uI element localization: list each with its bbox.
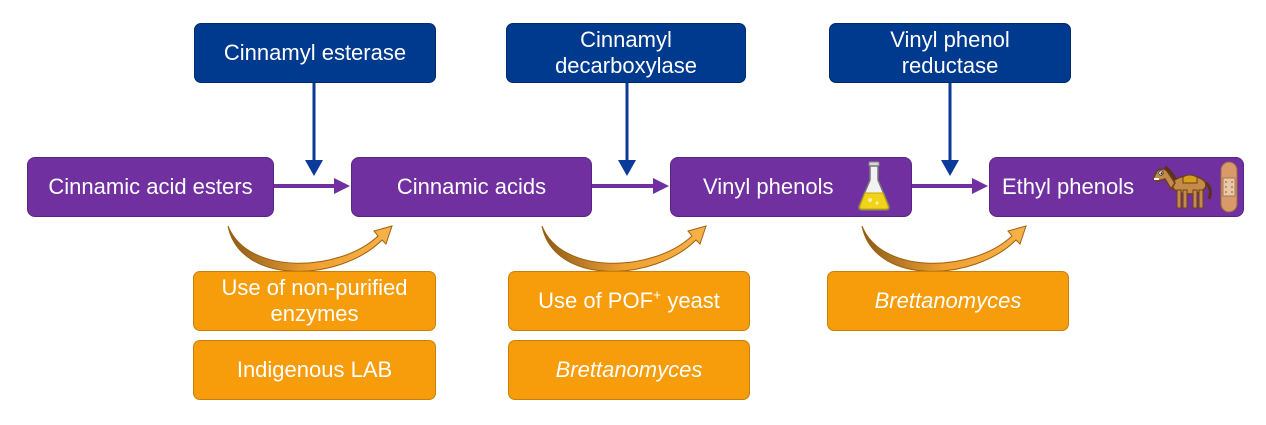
- curved-arrow-1: [227, 225, 393, 272]
- enzyme-label: Cinnamyl decarboxylase: [555, 26, 697, 78]
- compound-label: Vinyl phenols: [703, 173, 834, 199]
- compound-label: Cinnamic acids: [396, 173, 547, 199]
- flask-icon: [858, 161, 890, 211]
- pof-suffix: yeast: [661, 287, 720, 313]
- enzyme-cinnamyl-esterase: Cinnamyl esterase: [194, 23, 436, 83]
- reaction-arrow-1: [274, 178, 350, 194]
- compound-cinnamic-acids: Cinnamic acids: [351, 157, 592, 217]
- condition-pof-yeast: Use of POF+ yeast: [508, 271, 750, 331]
- condition-label: Use of POF+ yeast: [538, 286, 720, 314]
- condition-indigenous-lab: Indigenous LAB: [193, 340, 436, 400]
- pof-prefix: Use of POF: [538, 287, 654, 313]
- condition-label: Brettanomyces: [874, 287, 1022, 313]
- pof-superscript: +: [653, 286, 662, 303]
- condition-label: Use of non-purified enzymes: [221, 274, 408, 326]
- condition-label: Brettanomyces: [555, 356, 703, 382]
- enzyme-vinyl-phenol-reductase: Vinyl phenol reductase: [829, 23, 1071, 83]
- compound-label: Cinnamic acid esters: [48, 173, 253, 199]
- enzyme-label: Vinyl phenol reductase: [890, 26, 1010, 78]
- reaction-arrow-2: [592, 178, 669, 194]
- curved-arrow-3: [861, 225, 1027, 272]
- reaction-arrow-3: [912, 178, 988, 194]
- condition-label: Indigenous LAB: [236, 356, 393, 382]
- condition-non-purified-enzymes: Use of non-purified enzymes: [193, 271, 436, 331]
- enzyme-arrow-decarboxylase: [618, 82, 636, 176]
- compound-label: Ethyl phenols: [1002, 173, 1135, 199]
- enzyme-label: Cinnamyl esterase: [223, 39, 407, 65]
- condition-brettanomyces-1: Brettanomyces: [508, 340, 750, 400]
- bandage-icon: [1220, 161, 1238, 213]
- curved-arrow-2: [541, 225, 707, 272]
- enzyme-arrow-reductase: [941, 82, 959, 176]
- compound-cinnamic-acid-esters: Cinnamic acid esters: [27, 157, 274, 217]
- enzyme-arrow-esterase: [305, 82, 323, 176]
- condition-brettanomyces-2: Brettanomyces: [827, 271, 1069, 331]
- horse-icon: [1153, 165, 1212, 209]
- enzyme-cinnamyl-decarboxylase: Cinnamyl decarboxylase: [506, 23, 746, 83]
